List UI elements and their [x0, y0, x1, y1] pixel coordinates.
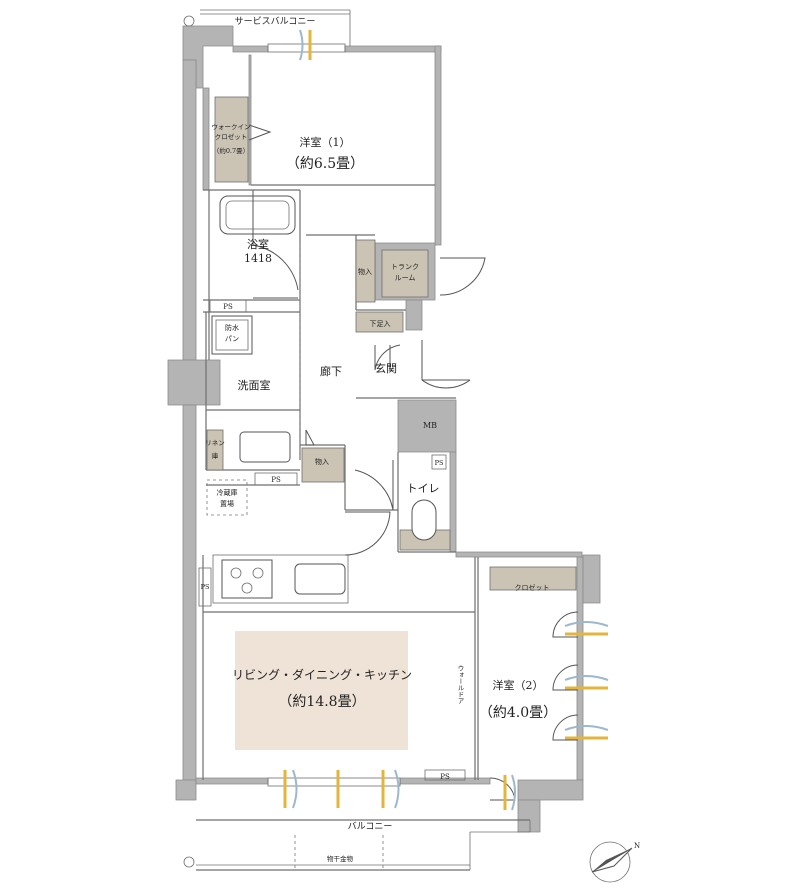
- western-room-2-size: （約4.0畳）: [479, 705, 557, 721]
- walk-in-closet-label-1: ウォークイン: [212, 123, 251, 131]
- walk-in-closet-size: （約0.7畳）: [213, 146, 249, 155]
- trunk-room: [381, 249, 429, 298]
- ps-label: PS: [201, 583, 210, 591]
- windows: [267, 29, 609, 811]
- storage-areas: [206, 96, 577, 591]
- western-room-1-label: 洋室（1）: [300, 135, 351, 149]
- bathroom-size: 1418: [244, 252, 272, 265]
- fridge-space: [206, 479, 248, 516]
- ps-label: PS: [440, 773, 450, 781]
- doors: [248, 124, 579, 801]
- storage-b-label: 物入: [315, 457, 329, 466]
- linen-label-1: リネン: [205, 439, 225, 447]
- stove: [221, 559, 273, 599]
- shoe-box-label: 下足入: [370, 320, 391, 328]
- bathroom-label: 浴室: [247, 237, 269, 251]
- ps-label: PS: [435, 459, 444, 467]
- storage-a-label: 物入: [358, 267, 372, 276]
- toilet-label: トイレ: [407, 482, 440, 495]
- service-balcony-label: サービスバルコニー: [235, 16, 316, 27]
- toilet-bowl: [411, 499, 437, 541]
- fixtures: [183, 15, 437, 868]
- western-room-2-label: 洋室（2）: [493, 678, 544, 692]
- washbasin: [239, 431, 291, 463]
- western-room-1-size: （約6.5畳）: [286, 156, 364, 172]
- ldk-label: リビング・ダイニング・キッチン: [232, 667, 412, 682]
- ps-label: PS: [223, 303, 233, 311]
- wall-door-label: ウォールドア: [456, 665, 464, 705]
- trunk-room-label-1: トランク: [391, 263, 419, 271]
- walk-in-closet-label-2: クロゼット: [215, 132, 248, 141]
- ps-label: PS: [271, 476, 281, 484]
- walk-in-closet: [214, 96, 249, 183]
- ldk-size: （約14.8畳）: [278, 694, 365, 710]
- corridor-label: 廊下: [320, 364, 342, 378]
- fridge-label-2: 置場: [220, 499, 234, 508]
- labels: サービスバルコニー 洋室（1） （約6.5畳） ウォークイン クロゼット （約0…: [201, 16, 641, 863]
- waterproof-pan: [211, 315, 253, 355]
- ps-boxes: [198, 299, 466, 781]
- storage-b: [301, 447, 345, 483]
- fridge-label-1: 冷蔵庫: [217, 488, 238, 497]
- clothes-hardware-label: 物干金物: [327, 854, 354, 863]
- compass-north-label: N: [634, 842, 640, 850]
- waterproof-pan-label-2: パン: [225, 335, 239, 343]
- waterproof-pan-label-1: 防水: [225, 323, 239, 332]
- bathtub: [219, 195, 296, 235]
- compass-icon: [589, 841, 633, 883]
- entrance-label: 玄関: [375, 361, 397, 375]
- closet-2: [489, 566, 577, 591]
- linen-label-2: 庫: [212, 451, 219, 460]
- ldk-highlight: [235, 631, 408, 750]
- shoe-box: [355, 311, 404, 333]
- kitchen-sink: [294, 563, 346, 595]
- trunk-room-label-2: ルーム: [395, 274, 416, 282]
- storage-a: [355, 239, 376, 303]
- balcony-label: バルコニー: [348, 821, 393, 832]
- washroom-label: 洗面室: [238, 378, 271, 392]
- mb-label: MB: [423, 421, 437, 430]
- closet-2-label: クロゼット: [515, 583, 550, 592]
- linen-storage: [206, 429, 224, 471]
